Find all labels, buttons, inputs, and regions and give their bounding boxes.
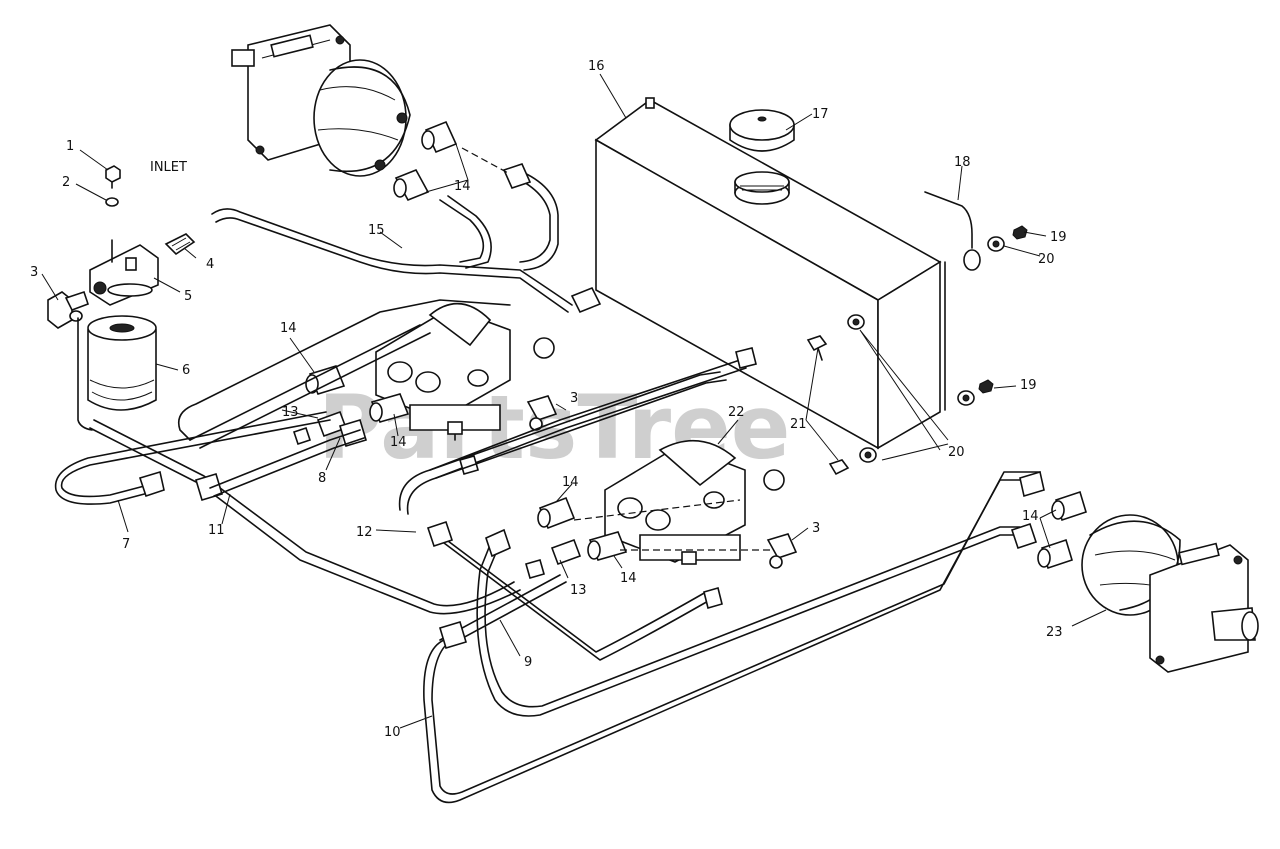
callout-14-lower-b: 14 [620,571,637,586]
callout-2: 2 [62,175,70,190]
callout-14-upper: 14 [280,321,297,336]
fitting-14-lower-b[interactable] [587,531,628,561]
callout-14-mid: 14 [390,435,407,450]
callout-19-upper: 19 [1050,230,1067,245]
callout-3-mid: 3 [570,391,578,406]
tube-10[interactable] [423,470,1045,804]
control-valve-upper[interactable] [375,302,555,441]
callout-12: 12 [356,525,373,540]
inlet-washer [105,197,119,207]
elbow-fitting-right[interactable] [766,533,798,569]
tube-8[interactable] [209,426,365,497]
callout-5: 5 [184,289,192,304]
tube-9[interactable] [476,522,1038,717]
tube-11[interactable] [89,419,521,615]
guide-line-top [461,147,511,175]
callout-16: 16 [588,59,605,74]
washer-lower [957,390,975,406]
guide-line-mid [573,499,741,521]
fitting-14-mid-b[interactable] [369,393,410,423]
ground-wire [924,191,981,271]
callout-9: 9 [524,655,532,670]
fitting-14-motor-b[interactable] [1037,538,1073,570]
callout-17: 17 [812,107,829,122]
callout-6: 6 [182,363,190,378]
callout-20-upper: 20 [1038,252,1055,267]
tank-mounting-bolts [806,335,850,476]
callout-23: 23 [1046,625,1063,640]
fitting-14-lower-a[interactable] [537,496,576,530]
callout-11: 11 [208,523,225,538]
hydraulic-motor-lower[interactable] [1081,514,1259,673]
tank-cap[interactable] [729,109,795,152]
callout-8: 8 [318,471,326,486]
nut-top [1012,225,1028,240]
callout-22: 22 [728,405,745,420]
filter-head[interactable] [89,239,159,306]
tank-filler-neck [734,171,790,205]
callout-13-lower: 13 [570,583,587,598]
leader-lines [41,73,1107,729]
callout-15: 15 [368,223,385,238]
callout-1: 1 [66,139,74,154]
fitting-14-motor-a[interactable] [1051,490,1087,522]
callout-3-right: 3 [812,521,820,536]
elbow-fitting-mid[interactable] [526,395,558,431]
callout-4: 4 [206,257,214,272]
callout-3-filter: 3 [30,265,38,280]
callout-14-motor: 14 [1022,509,1039,524]
fitting-13-lower[interactable] [550,538,582,566]
fitting-14-top-a[interactable] [421,120,458,154]
inlet-fitting[interactable] [164,233,196,256]
callout-10: 10 [384,725,401,740]
nut-lower [978,379,994,394]
callout-13-upper: 13 [282,405,299,420]
callout-21: 21 [790,417,807,432]
callout-7: 7 [122,537,130,552]
callout-14-top: 14 [454,179,471,194]
inlet-bolt [105,165,121,189]
bolt-guide-lines [859,329,949,451]
tube-top-return[interactable] [439,163,559,271]
hose-15[interactable] [211,208,602,314]
oil-filter[interactable] [87,315,157,411]
elbow-fitting-left[interactable] [47,290,90,329]
fitting-14-mid-a[interactable] [305,365,346,395]
fitting-14-top-b[interactable] [393,168,430,202]
control-valve-lower[interactable] [604,439,785,565]
callout-20-lower: 20 [948,445,965,460]
callout-19-lower: 19 [1020,378,1037,393]
callout-18: 18 [954,155,971,170]
tube-7[interactable] [54,317,331,505]
tube-upper-long[interactable] [177,299,727,479]
callout-14-lower-a: 14 [562,475,579,490]
tank-mounting-washers [847,314,877,463]
washer-top [987,236,1005,252]
hydraulic-motor-upper[interactable] [231,24,411,177]
inlet-label: INLET [150,160,187,175]
